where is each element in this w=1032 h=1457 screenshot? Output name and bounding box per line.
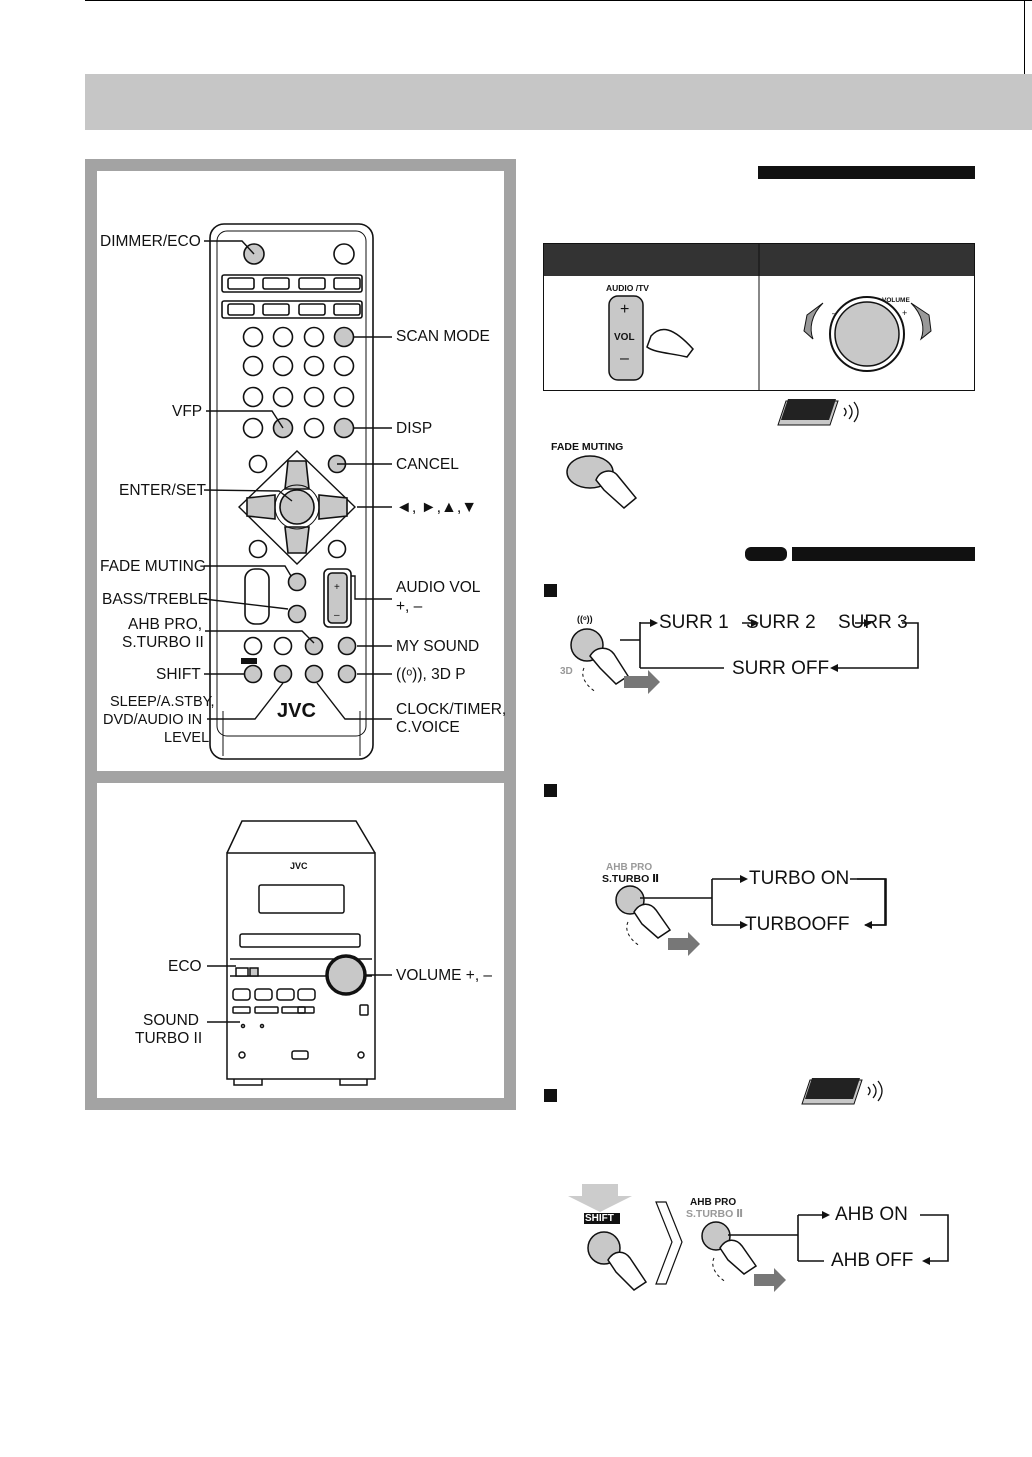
fade-muting-button — [566, 455, 638, 509]
knob-plus-label: + — [902, 308, 908, 318]
ahb-flow — [728, 1211, 949, 1265]
svg-text:JVC: JVC — [290, 861, 308, 871]
remote-signal-icon-2 — [801, 1078, 883, 1105]
ahb-button-label-2: S.TURBO Ⅱ — [686, 1208, 744, 1220]
shift-press-illustration — [568, 1184, 683, 1291]
remote-control-drawing: + – — [203, 223, 392, 760]
header-bar — [85, 74, 1032, 130]
surr3-label: SURR 3 — [838, 612, 908, 633]
volume-label: VOLUME +, – — [396, 967, 493, 984]
fade-muting-label: FADE MUTING — [100, 558, 206, 575]
knob-minus-label: – — [832, 308, 838, 318]
eco-label: ECO — [168, 958, 202, 975]
ahb-button — [701, 1221, 786, 1292]
fade-muting-button-label: FADE MUTING — [551, 441, 624, 453]
bullet-turbo — [544, 784, 557, 797]
surround-button — [570, 628, 660, 694]
ahb-off-label: AHB OFF — [831, 1250, 914, 1271]
arrows-label: ◄, ►,▲,▼ — [396, 499, 478, 516]
sound-label-1: SOUND — [143, 1012, 199, 1029]
surround-3dp-label: ((ᵒ)), 3D P — [396, 666, 466, 683]
enter-set-label: ENTER/SET — [119, 482, 206, 499]
surround-icon-label: ((ᵒ)) — [577, 614, 593, 624]
section-badge — [745, 547, 787, 561]
top-rule — [85, 0, 1032, 1]
remote-signal-icon — [777, 399, 859, 426]
ahb-pro-label-2: S.TURBO II — [122, 634, 204, 651]
main-unit-drawing: JVC — [207, 820, 392, 1086]
disp-label: DISP — [396, 420, 433, 437]
jvc-logo: JVC — [277, 700, 316, 722]
ahb-pro-label-1: AHB PRO, — [128, 616, 203, 633]
turbo-button — [615, 885, 700, 956]
audio-tv-label: AUDIO /TV — [606, 283, 649, 293]
svg-text:–: – — [334, 610, 340, 621]
volume-table — [543, 243, 975, 391]
audio-vol-pm-label: +, – — [396, 598, 423, 615]
sleep-label-3: LEVEL — [164, 730, 210, 746]
surr2-label: SURR 2 — [746, 612, 816, 633]
my-sound-label: MY SOUND — [396, 638, 480, 655]
sleep-label-1: SLEEP/A.STBY, — [110, 694, 215, 710]
turbo-off-label: TURBOOFF — [745, 914, 850, 935]
section-heading-bar — [758, 166, 975, 179]
bullet-ahb — [544, 1089, 557, 1102]
ahb-button-label-1: AHB PRO — [690, 1197, 737, 1208]
surr1-label: SURR 1 — [659, 612, 729, 633]
surround-flow — [620, 619, 919, 672]
vol-plus-label: + — [620, 301, 630, 318]
section-heading-bar-2 — [792, 547, 975, 561]
shift-label: SHIFT — [156, 666, 201, 683]
svg-text:+: + — [334, 582, 340, 593]
right-rule — [1024, 0, 1025, 130]
turbo-button-label-2: S.TURBO Ⅱ — [602, 873, 660, 885]
vol-minus-label: – — [620, 350, 629, 367]
ahb-on-label: AHB ON — [835, 1204, 908, 1225]
clock-label-2: C.VOICE — [396, 719, 460, 736]
dimmer-eco-label: DIMMER/ECO — [100, 233, 201, 250]
bass-treble-label: BASS/TREBLE — [102, 591, 208, 608]
shift-key-label: SHIFT — [585, 1213, 614, 1224]
turbo-button-label-1: AHB PRO — [606, 862, 653, 873]
unit-panel — [97, 783, 504, 1098]
vol-label: VOL — [614, 332, 635, 343]
surr-off-label: SURR OFF — [732, 658, 830, 679]
turbo-on-label: TURBO ON — [749, 868, 850, 889]
threed-label: 3D — [560, 666, 573, 677]
sleep-label-2: DVD/AUDIO IN — [103, 712, 203, 728]
scan-mode-label: SCAN MODE — [396, 328, 490, 345]
cancel-label: CANCEL — [396, 456, 459, 473]
sound-label-2: TURBO II — [135, 1030, 203, 1047]
knob-volume-label: VOLUME — [882, 297, 910, 304]
turbo-flow-right — [850, 878, 887, 929]
bullet-surround — [544, 584, 557, 597]
audio-vol-label: AUDIO VOL — [396, 579, 481, 596]
vfp-label: VFP — [172, 403, 203, 420]
clock-label-1: CLOCK/TIMER, — [396, 701, 507, 718]
